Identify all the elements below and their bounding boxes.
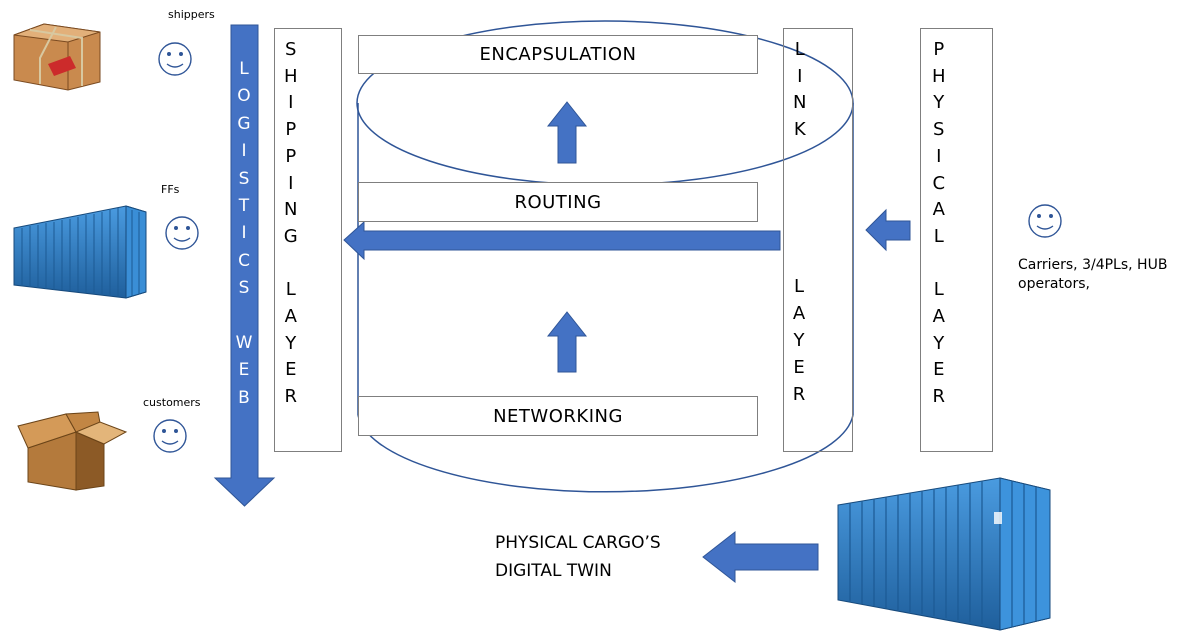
carriers-label-line2: operators, <box>1018 276 1090 292</box>
shippers-label: shippers <box>168 8 215 21</box>
smiley-icon <box>153 419 187 453</box>
shipping-layer-label: S H I P P I N G L A Y E R <box>283 39 299 408</box>
routing-box: ROUTING <box>358 182 758 222</box>
logistics-web-label: L O G I S T I C S W E B <box>235 59 253 408</box>
container-icon <box>837 477 1051 631</box>
left-arrow-routing <box>343 220 781 261</box>
ffs-label: FFs <box>161 183 180 196</box>
link-layer-box: L I N K <box>783 28 853 452</box>
up-arrow-encapsulation <box>546 101 588 164</box>
carriers-label-line1: Carriers, 3/4PLs, HUB <box>1018 257 1168 273</box>
encapsulation-box: ENCAPSULATION <box>358 35 758 74</box>
logistics-web-arrow <box>213 24 276 507</box>
up-arrow-networking <box>546 311 588 373</box>
digital-twin-label-line1: PHYSICAL CARGO’S <box>495 533 661 553</box>
smiley-icon <box>158 42 192 76</box>
cardboard-box-icon <box>17 411 128 491</box>
parcel-icon <box>13 23 101 91</box>
container-icon <box>13 205 147 299</box>
digital-twin-label-line2: DIGITAL TWIN <box>495 561 612 581</box>
left-arrow-digital-twin <box>702 530 819 584</box>
physical-layer-box: P H Y S I C A L L A Y E R <box>920 28 993 452</box>
customers-label: customers <box>143 396 201 409</box>
smiley-icon <box>1028 204 1062 238</box>
link-layer-label-bottom: L A Y E R <box>792 276 806 405</box>
shipping-layer-box: S H I P P I N G L A Y E R <box>274 28 342 452</box>
physical-layer-label: P H Y S I C A L L A Y E R <box>931 39 947 408</box>
left-arrow-physical <box>865 208 911 252</box>
link-layer-label-top: L I N K <box>793 39 807 140</box>
networking-box: NETWORKING <box>358 396 758 436</box>
smiley-icon <box>165 216 199 250</box>
